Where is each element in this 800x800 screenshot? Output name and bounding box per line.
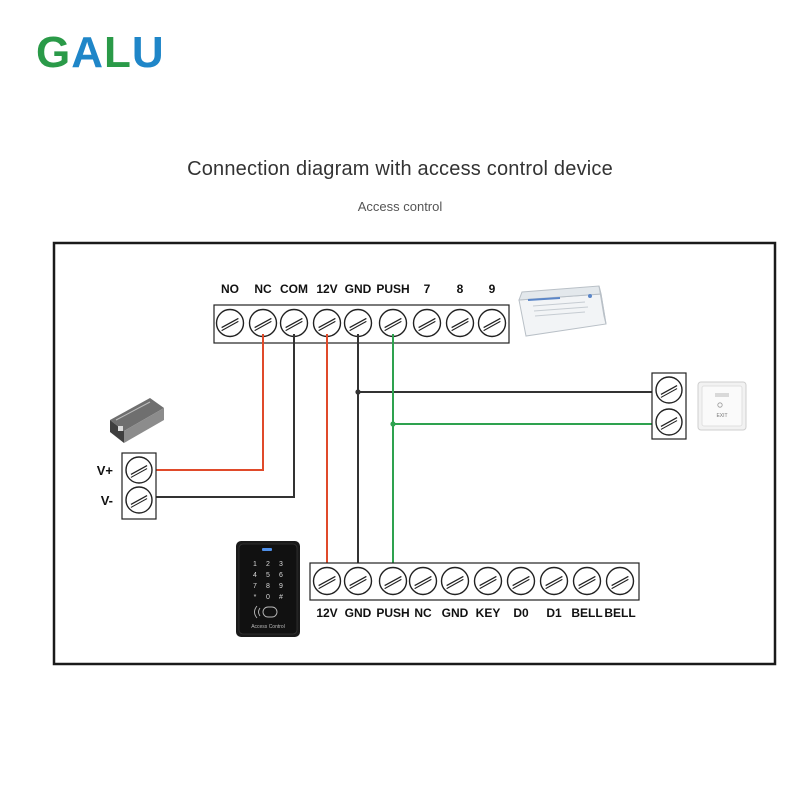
keypad-key: 2 <box>266 561 270 568</box>
ps-terminal-label: GND <box>345 282 372 296</box>
ps-terminal-label: 7 <box>424 282 431 296</box>
rfid-icon <box>254 605 278 619</box>
ac-terminal-label: KEY <box>476 606 501 620</box>
ps-terminal-label: COM <box>280 282 308 296</box>
ps-terminal-screw <box>412 308 442 338</box>
ac-terminal-label: BELL <box>571 606 602 620</box>
keypad-key: 0 <box>266 594 270 601</box>
lock-terminal-block: V+ V- <box>97 452 157 520</box>
ps-terminal-screw <box>445 308 475 338</box>
wire-com-to-lock-vminus <box>150 334 295 498</box>
lock-terminal-label: V- <box>101 493 113 508</box>
ps-terminal-label: NO <box>221 282 239 296</box>
keypad-key: * <box>254 594 257 601</box>
access-control-keypad: 1 2 3 4 5 6 7 8 9 * 0 # Access Control <box>236 541 300 637</box>
ps-terminal-screw <box>312 308 342 338</box>
ac-terminal-label: D1 <box>546 606 562 620</box>
ps-terminal-label: NC <box>254 282 272 296</box>
ac-terminal-screw <box>473 566 503 596</box>
keypad-key: 6 <box>279 572 283 579</box>
wires <box>150 334 667 580</box>
ac-terminal-screw <box>408 566 438 596</box>
keypad-device-label: Access Control <box>251 624 285 630</box>
magnetic-lock <box>110 398 164 443</box>
ac-terminal-label: PUSH <box>376 606 409 620</box>
ac-terminal-screw <box>312 566 342 596</box>
keypad-key: # <box>279 594 283 601</box>
ps-terminal-screw <box>248 308 278 338</box>
ac-terminal-screw <box>378 566 408 596</box>
ps-terminal-label: 8 <box>457 282 464 296</box>
exit-button-terminal-block <box>651 372 687 440</box>
ps-terminal-label: 9 <box>489 282 496 296</box>
lock-terminal-screw <box>125 456 153 484</box>
ac-terminal-screw <box>539 566 569 596</box>
keypad-key: 1 <box>253 561 257 568</box>
power-supply-unit <box>518 285 607 337</box>
lock-terminal-label: V+ <box>97 463 114 478</box>
ps-terminal-screw <box>343 308 373 338</box>
ps-terminal-label: 12V <box>316 282 337 296</box>
ac-terminal-screw <box>440 566 470 596</box>
diagram-frame <box>52 241 777 666</box>
page-subtitle: Access control <box>357 199 443 214</box>
ps-terminal-label: PUSH <box>376 282 409 296</box>
keypad-key: 7 <box>253 583 257 590</box>
ac-terminal-label: GND <box>442 606 469 620</box>
keypad-key: 5 <box>266 572 270 579</box>
ac-terminal-label: BELL <box>604 606 635 620</box>
keypad-key: 9 <box>279 583 283 590</box>
ps-terminal-screw <box>477 308 507 338</box>
ac-terminal-screw <box>572 566 602 596</box>
ac-terminal-label: GND <box>345 606 372 620</box>
keypad-key: 3 <box>279 561 283 568</box>
exit-button: EXIT <box>697 381 747 431</box>
keypad-key: 8 <box>266 583 270 590</box>
ac-terminal-label: D0 <box>513 606 529 620</box>
ps-terminal-screw <box>215 308 245 338</box>
page-title: Connection diagram with access control d… <box>187 158 613 180</box>
logo-text: GALU <box>36 30 161 72</box>
ac-terminal-screw <box>343 566 373 596</box>
ac-terminal-label: 12V <box>316 606 337 620</box>
galu-logo: GALU <box>36 28 164 77</box>
exit-label: EXIT <box>716 413 727 419</box>
lock-terminal-screw <box>125 486 153 514</box>
keypad-key: 4 <box>253 572 257 579</box>
ac-terminal-screw <box>506 566 536 596</box>
power-supply-terminal-block: NO NC COM 12V GND PUSH 7 8 9 <box>213 282 510 344</box>
wire-nc-to-lock-vplus <box>150 334 264 471</box>
ac-terminal-label: NC <box>414 606 432 620</box>
ac-terminal-screw <box>605 566 635 596</box>
exit-terminal-screw <box>655 408 683 436</box>
ps-terminal-screw <box>378 308 408 338</box>
exit-terminal-screw <box>655 376 683 404</box>
ps-terminal-screw <box>279 308 309 338</box>
